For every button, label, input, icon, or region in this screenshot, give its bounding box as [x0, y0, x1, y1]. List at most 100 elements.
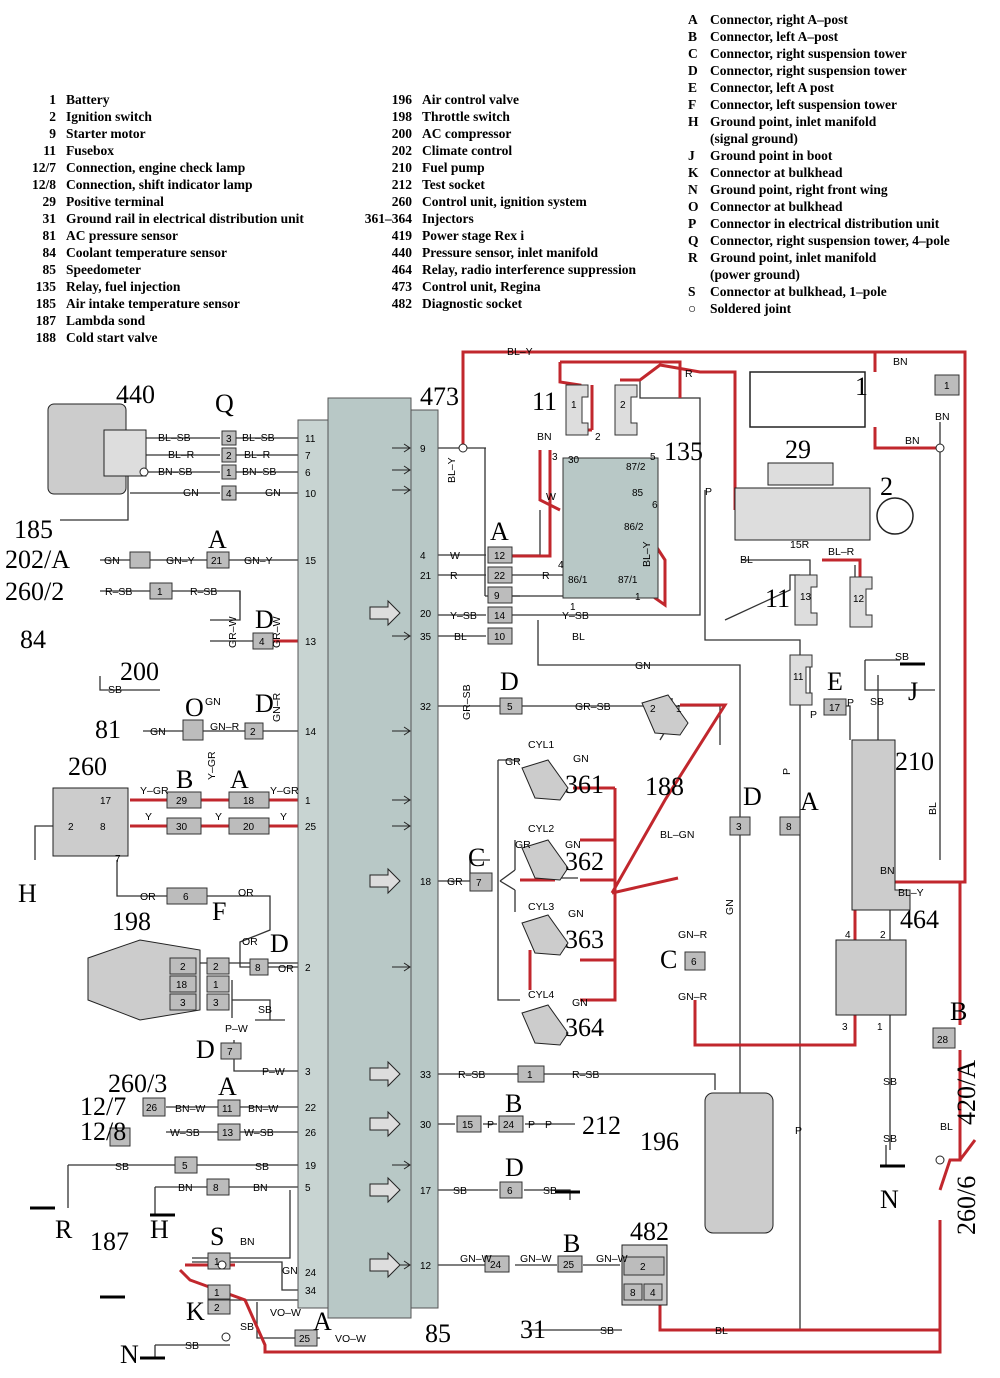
- wire-53: [537, 620, 741, 1093]
- legend-right-number: O: [688, 199, 699, 214]
- wires-power: [130, 350, 977, 1354]
- connector-cn8c: [779, 816, 801, 836]
- connector-cn1e: [934, 374, 960, 396]
- label-wire_labels-w_a: W: [546, 491, 556, 503]
- connector-a22: [487, 566, 513, 584]
- arrow-icon: [392, 726, 411, 736]
- label-pin_numbers-m2: 2: [305, 963, 311, 974]
- soldered-joint: [221, 1332, 231, 1342]
- label-conn_letters-B2: B: [505, 1089, 522, 1118]
- label-wire_labels-sb_r1: SB: [115, 1161, 129, 1173]
- label-wire_labels-cyl4: CYL4: [528, 989, 554, 1001]
- power-wire-19: [693, 990, 857, 1047]
- label-wire_labels-gn_c2: GN: [565, 839, 581, 851]
- connector-a14: [487, 606, 513, 624]
- label-wire_labels-or1: OR: [140, 891, 156, 903]
- legend-middle-number: 198: [391, 109, 412, 124]
- ignition-control-unit-260: [52, 787, 129, 857]
- label-pin_numbers-m7: 7: [305, 451, 311, 462]
- legend-left-text: Speedometer: [66, 262, 141, 277]
- label-components-c200: 200: [120, 657, 159, 686]
- legend-right-text: Connector at bulkhead: [710, 199, 843, 214]
- label-wire_labels-bn_h1: BN: [178, 1182, 193, 1194]
- legend-left-number: 29: [42, 194, 57, 209]
- legend-left-text: Cold start valve: [66, 330, 158, 345]
- legend-left-number: 185: [35, 296, 56, 311]
- label-wire_labels-gr_18: GR: [447, 876, 463, 888]
- connector-cn1c: [517, 1065, 545, 1083]
- label-components-c260_2: 260/2: [5, 577, 64, 606]
- legend-middle-number: 473: [391, 279, 412, 294]
- label-wire_labels-gn_202a: GN: [104, 555, 120, 567]
- connectors: [30, 374, 960, 1360]
- label-wire_labels-p_30b: P: [528, 1119, 535, 1131]
- connector-cn7: [220, 1042, 242, 1060]
- label-wire_labels-sb_r2: SB: [255, 1161, 269, 1173]
- label-wire_labels-p_e: P: [810, 709, 817, 721]
- legend-left-text: Connection, shift indicator lamp: [66, 177, 253, 192]
- soldered-joint: [217, 1260, 227, 1270]
- fuse-f2: [614, 384, 638, 436]
- label-wire_labels-blsb1: BL–SB: [158, 432, 191, 444]
- wire-43: [438, 1073, 716, 1090]
- label-pin_numbers-a14: 14: [494, 611, 506, 622]
- label-pin_numbers-r12: 12: [420, 1261, 432, 1272]
- label-wire_labels-ysb2: Y–SB: [562, 610, 589, 622]
- legend-right-number: A: [688, 12, 698, 27]
- label-components-c482: 482: [630, 1217, 669, 1246]
- label-conn_letters-C2: C: [660, 945, 677, 974]
- wire-57: [864, 660, 935, 691]
- hollow-arrow-icon: [369, 867, 401, 895]
- positive-terminal-29: [767, 462, 834, 486]
- wire-40: [499, 840, 516, 912]
- legend-left-number: 85: [42, 262, 57, 277]
- label-pin_numbers-a22: 22: [494, 571, 506, 582]
- label-wire_labels-bl_482: BL: [715, 1325, 728, 1337]
- legend-right-number: ○: [688, 301, 697, 316]
- arrow-icon: [392, 962, 411, 972]
- control-unit-473-connector: [410, 409, 439, 1309]
- legend-middle-text: Power stage Rex i: [422, 228, 525, 243]
- label-wire_labels-gn_c3: GN: [568, 908, 584, 920]
- connector-cn5a: [174, 1156, 198, 1174]
- label-pin_numbers-rl1b: 1: [570, 602, 576, 613]
- legend-left-text: Connection, engine check lamp: [66, 160, 246, 175]
- label-pin_numbers-cn1e: 1: [944, 381, 950, 392]
- label-wire_labels-gn_mid: GN: [635, 660, 651, 672]
- power-wire-5: [873, 352, 940, 450]
- label-pin_numbers-cn1k: 1: [214, 1288, 220, 1299]
- label-components-c12_8: 12/8: [80, 1117, 126, 1146]
- legend-right-number: D: [688, 63, 698, 78]
- legend-middle-number: 210: [391, 160, 412, 175]
- label-wire_labels-r15: 15R: [790, 539, 810, 551]
- label-wire_labels-p_a: P: [705, 486, 712, 498]
- label-pin_numbers-cn6d: 6: [507, 1186, 513, 1197]
- connector-cn15: [456, 1115, 482, 1133]
- soldered-joint: [139, 467, 149, 477]
- label-pin_numbers-r33: 33: [420, 1070, 432, 1081]
- label-conn_letters-A1: A: [208, 525, 227, 554]
- label-wire_labels-gn_c1: GN: [573, 753, 589, 765]
- legend-right-text: Soldered joint: [710, 301, 792, 316]
- label-conn_letters-C1: C: [468, 843, 485, 872]
- label-pin_numbers-m26: 26: [305, 1128, 317, 1139]
- label-pin_numbers-cn7c: 7: [476, 878, 482, 889]
- power-wire-15: [611, 876, 679, 895]
- arrow-icon: [392, 795, 411, 805]
- label-pin_numbers-cn11: 11: [222, 1104, 233, 1115]
- label-pin_numbers-m14: 14: [305, 727, 317, 738]
- label-wire_labels-bn_right: BN: [905, 435, 920, 447]
- power-wire-27: [538, 450, 561, 512]
- hollow-arrow-icon: [369, 1251, 401, 1279]
- label-wire_labels-cyl3: CYL3: [528, 901, 554, 913]
- label-pin_numbers-d482_2: 2: [640, 1262, 646, 1273]
- legend-right-row: ○ Soldered joint: [688, 300, 998, 317]
- label-conn_letters-D4: D: [196, 1035, 215, 1064]
- connector-cn25: [294, 1329, 318, 1347]
